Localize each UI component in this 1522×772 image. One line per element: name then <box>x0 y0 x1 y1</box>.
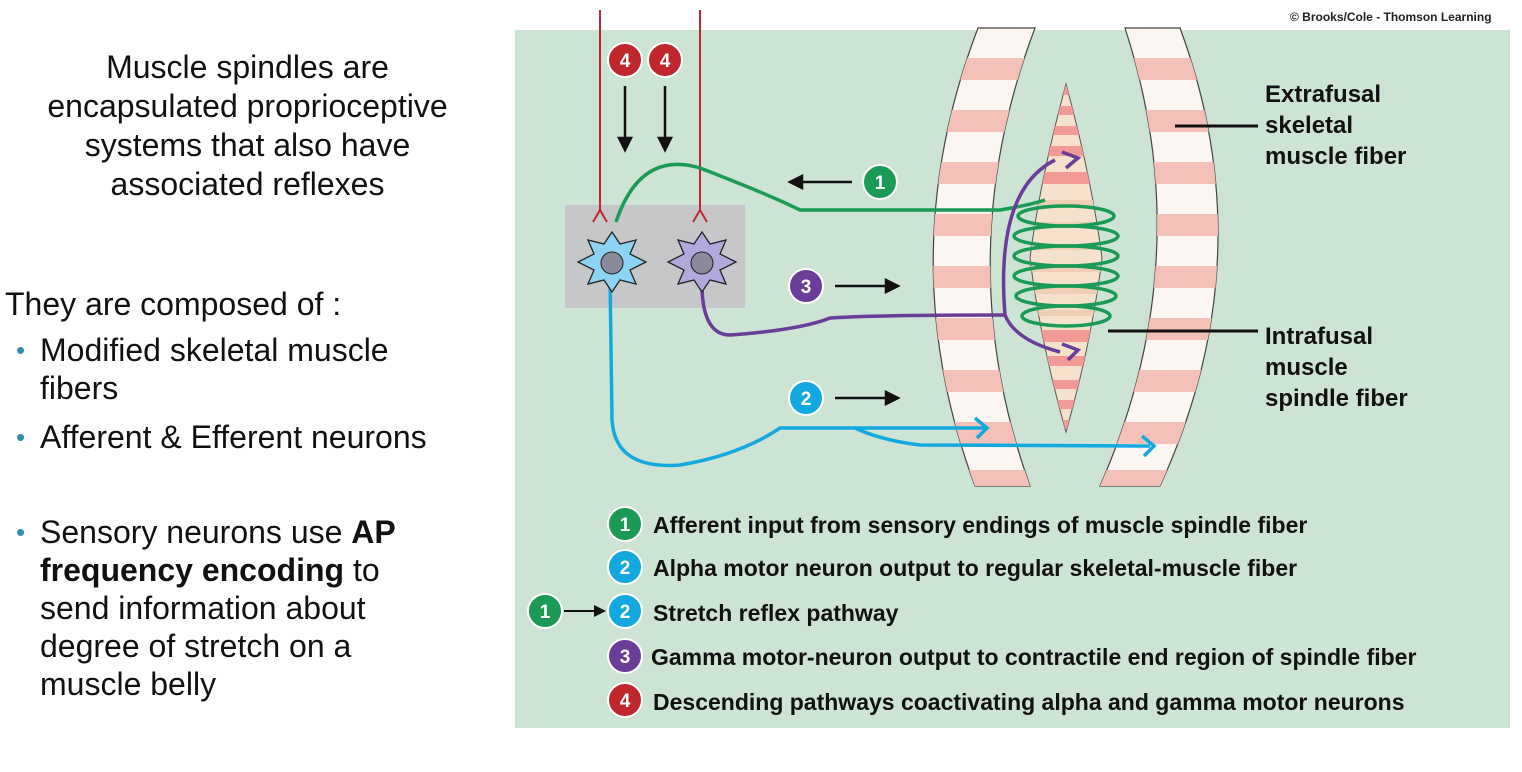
bullet-dot: • <box>16 517 26 547</box>
figure-background <box>515 30 1510 728</box>
bullet-line: fibers <box>40 370 119 406</box>
bullet-text: Modified skeletal muscle fibers <box>40 331 389 407</box>
svg-text:1: 1 <box>540 602 551 623</box>
svg-text:muscle: muscle <box>1265 354 1348 381</box>
svg-text:Descending pathways coactivati: Descending pathways coactivating alpha a… <box>653 689 1405 715</box>
gamma-motor-fiber <box>700 150 1082 362</box>
title-line: encapsulated proprioceptive <box>47 88 448 124</box>
bullet-text-bold: AP <box>351 514 396 550</box>
legend-item-gamma: 3 Gamma motor-neuron output to contracti… <box>607 638 1416 674</box>
bullet-dot: • <box>16 335 26 365</box>
svg-text:2: 2 <box>620 602 631 623</box>
svg-text:Extrafusal: Extrafusal <box>1265 81 1381 108</box>
direction-arrows <box>616 86 901 407</box>
title-line: systems that also have <box>84 127 411 163</box>
svg-text:3: 3 <box>801 277 812 298</box>
svg-text:spindle fiber: spindle fiber <box>1265 385 1408 412</box>
svg-text:4: 4 <box>620 691 631 712</box>
legend-item-descending: 4 Descending pathways coactivating alpha… <box>607 682 1405 718</box>
marker-badge-4a: 4 <box>607 42 643 78</box>
svg-text:Afferent input from sensory en: Afferent input from sensory endings of m… <box>653 512 1307 538</box>
title-line: associated reflexes <box>110 166 385 202</box>
svg-text:Alpha motor neuron output to r: Alpha motor neuron output to regular ske… <box>653 555 1297 581</box>
bullet-text-plain: Sensory neurons use <box>40 514 352 550</box>
alpha-motor-neuron-body <box>576 230 648 294</box>
composed-of-heading: They are composed of : <box>5 286 342 322</box>
bullet-line: degree of stretch on a <box>40 628 352 664</box>
copyright-notice: © Brooks/Cole - Thomson Learning <box>1290 10 1492 24</box>
svg-text:4: 4 <box>660 51 671 72</box>
label-intrafusal: Intrafusal muscle spindle fiber <box>1108 323 1408 412</box>
svg-text:1: 1 <box>620 515 631 536</box>
slide-title: Muscle spindles are encapsulated proprio… <box>10 48 485 204</box>
marker-badge-3: 3 <box>788 268 824 304</box>
title-line: Muscle spindles are <box>106 49 389 85</box>
svg-text:2: 2 <box>801 389 812 410</box>
svg-text:2: 2 <box>620 558 631 579</box>
descending-pathways <box>592 10 708 223</box>
intrafusal-spindle-fiber <box>1029 82 1103 434</box>
svg-text:3: 3 <box>620 647 631 668</box>
bullet-line: frequency encoding to <box>40 551 396 589</box>
alpha-motor-fiber <box>608 274 1157 468</box>
legend-item-alpha: 2 Alpha motor neuron output to regular s… <box>607 549 1297 585</box>
afferent-fiber-path <box>614 162 1046 223</box>
bullet-line: Modified skeletal muscle <box>40 332 389 368</box>
svg-text:Stretch reflex pathway: Stretch reflex pathway <box>653 600 899 626</box>
gamma-motor-neuron-body <box>666 230 738 294</box>
svg-text:Gamma motor-neuron output to c: Gamma motor-neuron output to contractile… <box>651 644 1416 670</box>
marker-badge-2: 2 <box>788 380 824 416</box>
bullet-text-plain: to <box>344 552 380 588</box>
bullet-line: send information about <box>40 590 366 626</box>
svg-text:skeletal: skeletal <box>1265 112 1353 139</box>
label-extrafusal: Extrafusal skeletal muscle fiber <box>1175 81 1406 170</box>
legend: 1 Afferent input from sensory endings of… <box>527 506 1416 718</box>
svg-text:1: 1 <box>875 173 886 194</box>
bullet-text-bold: frequency encoding <box>40 552 345 588</box>
svg-text:4: 4 <box>620 51 631 72</box>
bullet-text: Afferent & Efferent neurons <box>40 419 427 455</box>
bullet-dot: • <box>16 422 26 452</box>
bullet-line: Sensory neurons use AP <box>40 513 396 551</box>
svg-text:Intrafusal: Intrafusal <box>1265 323 1373 350</box>
bullet-text: Sensory neurons use AP frequency encodin… <box>40 513 396 703</box>
marker-badge-1: 1 <box>862 164 898 200</box>
bullet-line: muscle belly <box>40 666 217 702</box>
legend-item-afferent: 1 Afferent input from sensory endings of… <box>607 506 1307 542</box>
legend-item-stretch-reflex: 1 2 Stretch reflex pathway <box>527 593 899 629</box>
marker-badge-4b: 4 <box>647 42 683 78</box>
sensory-ending-coil <box>1012 204 1120 328</box>
svg-text:muscle fiber: muscle fiber <box>1265 143 1406 170</box>
